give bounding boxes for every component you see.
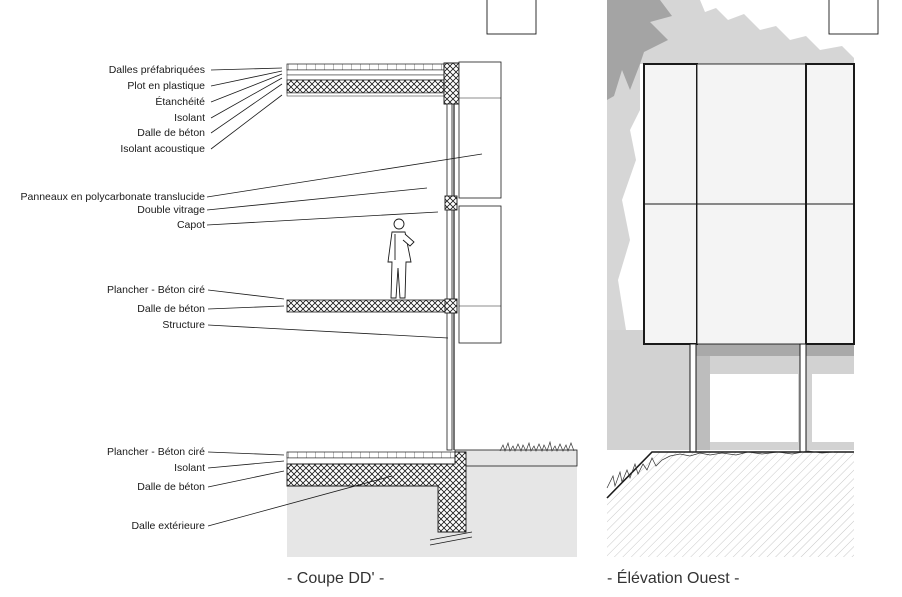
- label-dalles-prefab: Dalles préfabriquées: [109, 64, 205, 76]
- label-dalle-beton-ground: Dalle de béton: [137, 481, 205, 493]
- section-drawing: Dalles préfabriquées Plot en plastique É…: [21, 0, 578, 587]
- exterior-slab: [454, 449, 578, 467]
- ground-slab-footing: [286, 451, 467, 533]
- sheet-corner-box: [486, 0, 537, 35]
- column-right: [799, 343, 807, 453]
- caption-elevation: - Élévation Ouest -: [607, 568, 740, 587]
- tree-silhouette: [607, 0, 854, 350]
- human-figure: [387, 218, 415, 299]
- double-glazing: [446, 103, 453, 451]
- roof-plots: [286, 69, 445, 76]
- roof-insulation: [286, 74, 445, 81]
- elevation-grass: [606, 450, 835, 489]
- label-dalle-exterieure: Dalle extérieure: [131, 520, 205, 532]
- label-panneaux: Panneaux en polycarbonate translucide: [21, 191, 206, 203]
- grass: [499, 440, 575, 453]
- facade-panel-upper: [458, 61, 502, 199]
- label-plancher-ground: Plancher - Béton ciré: [107, 446, 205, 458]
- mid-floor-node: [444, 298, 458, 314]
- shadow-mass: [690, 344, 854, 356]
- label-structure: Structure: [162, 319, 205, 331]
- label-plancher-mid: Plancher - Béton ciré: [107, 284, 205, 296]
- ground-floor-tiles: [286, 451, 456, 459]
- elevation-corner-box: [828, 0, 879, 35]
- ground-insulation: [286, 457, 456, 465]
- section-labels: Dalles préfabriquées Plot en plastique É…: [21, 64, 206, 532]
- roof-parapet: [443, 62, 460, 105]
- label-plot: Plot en plastique: [127, 80, 205, 92]
- label-dalle-beton-roof: Dalle de béton: [137, 127, 205, 139]
- label-etancheite: Étanchéité: [155, 95, 205, 108]
- label-isolant-acoustique: Isolant acoustique: [120, 143, 205, 155]
- ground-hatch: [607, 452, 854, 557]
- capot: [444, 195, 458, 211]
- label-capot: Capot: [177, 219, 205, 231]
- roof-slab: [286, 79, 445, 94]
- facade-panel-lower: [458, 205, 502, 344]
- shadow-opening-2: [812, 374, 854, 442]
- label-isolant-roof: Isolant: [174, 112, 205, 124]
- leader-lines: [206, 67, 483, 527]
- shadow-opening: [710, 374, 798, 442]
- column-left: [689, 343, 697, 453]
- label-isolant-ground: Isolant: [174, 462, 205, 474]
- label-double-vitrage: Double vitrage: [137, 204, 205, 216]
- mid-floor-slab: [286, 299, 446, 313]
- caption-section: - Coupe DD' -: [287, 570, 384, 587]
- roof-tiles: [286, 63, 445, 71]
- roof-acoustic: [286, 92, 445, 97]
- label-dalle-beton-mid: Dalle de béton: [137, 303, 205, 315]
- elevation-drawing: - Élévation Ouest -: [606, 0, 879, 587]
